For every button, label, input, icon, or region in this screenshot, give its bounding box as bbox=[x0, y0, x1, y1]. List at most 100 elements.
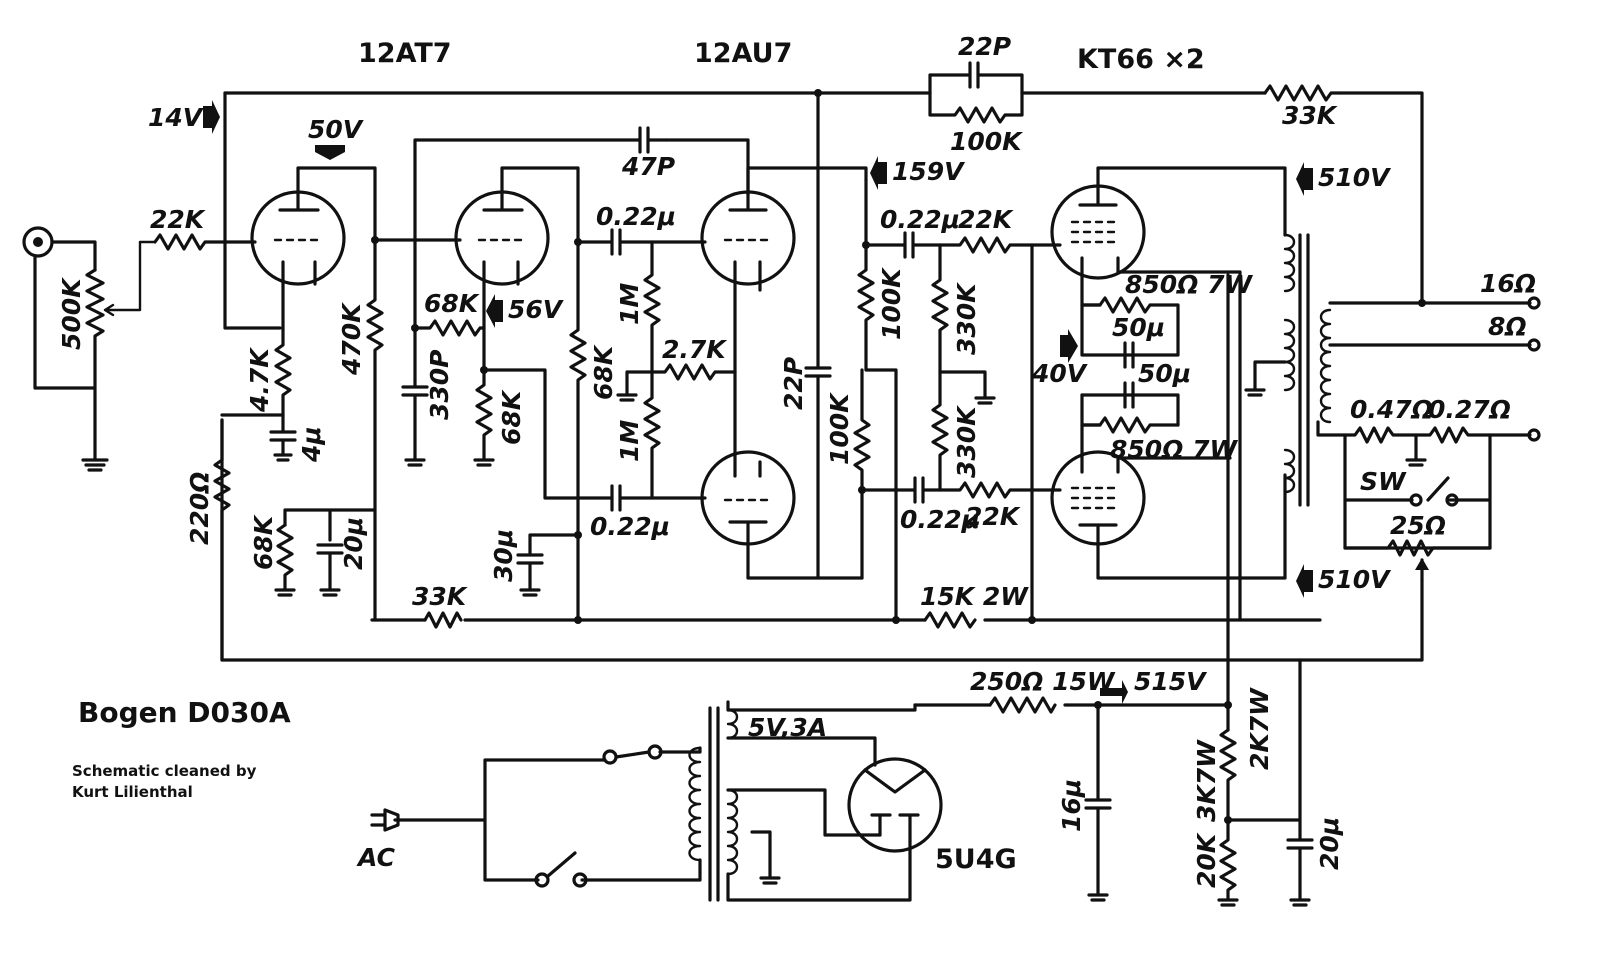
c-47p bbox=[638, 126, 668, 154]
voltage-40v: 40V bbox=[1031, 359, 1088, 388]
out-16-label: 16Ω bbox=[1480, 269, 1536, 298]
arrow-56v bbox=[486, 294, 503, 328]
left-rail-wire bbox=[223, 91, 282, 330]
voltage-515v: 515V bbox=[1134, 667, 1207, 696]
voltage-14v: 14V bbox=[148, 103, 204, 132]
c-20u-b bbox=[1226, 658, 1314, 907]
ac-plug-icon bbox=[370, 808, 400, 832]
r-33k-b bbox=[423, 611, 463, 629]
r-850-a bbox=[1080, 296, 1180, 357]
r-250 bbox=[988, 696, 1057, 714]
r-330k-b-label: 330K bbox=[952, 405, 981, 478]
c-4u-label: 4μ bbox=[297, 426, 326, 463]
sw-contact-a bbox=[1409, 493, 1423, 507]
out-8-label: 8Ω bbox=[1488, 312, 1527, 341]
r-4k7 bbox=[220, 328, 292, 417]
r-047-label: 0.47Ω bbox=[1350, 395, 1433, 424]
terminal-common[interactable] bbox=[1527, 428, 1541, 442]
terminal-8ohm[interactable] bbox=[1527, 338, 1541, 352]
r-25-arrow bbox=[1415, 558, 1429, 570]
r-1m-a-label: 1M bbox=[615, 283, 644, 325]
r-100k-b bbox=[853, 368, 871, 580]
tube-v2a bbox=[700, 166, 868, 374]
pot-500k-label: 500K bbox=[57, 277, 86, 350]
r-68k-d bbox=[569, 240, 587, 622]
r-68k-a-label: 68K bbox=[249, 514, 278, 570]
r-22k-grid bbox=[153, 233, 257, 251]
r-220-label: 220Ω bbox=[185, 472, 214, 545]
c-330p-label: 330P bbox=[425, 349, 454, 420]
c-50u-b bbox=[1080, 381, 1180, 427]
pot-wiper bbox=[103, 240, 157, 317]
top-rail-wire bbox=[223, 91, 1424, 305]
tube-label-12au7: 12AU7 bbox=[694, 38, 792, 69]
voltage-159v: 159V bbox=[892, 157, 965, 186]
r-330k-a-label: 330K bbox=[952, 282, 981, 355]
tube-label-kt66: KT66 ×2 bbox=[1077, 44, 1205, 75]
r-4k7-label: 4.7K bbox=[245, 347, 274, 413]
c-20u-a-label: 20μ bbox=[339, 517, 368, 570]
output-transformer bbox=[1244, 233, 1332, 507]
arrow-50v bbox=[315, 145, 345, 160]
r-100k-a-label: 100K bbox=[877, 267, 906, 340]
schematic-title: Bogen D030A bbox=[78, 696, 291, 729]
c-022-a-label: 0.22μ bbox=[596, 202, 676, 231]
r-68k-c bbox=[473, 368, 495, 467]
r-470k bbox=[366, 238, 384, 622]
r-330k-b bbox=[931, 370, 949, 492]
r-68k-b bbox=[413, 319, 486, 337]
r-68k-c-label: 68K bbox=[497, 389, 526, 445]
c-022-a bbox=[576, 228, 707, 256]
c-16u-label: 16μ bbox=[1057, 779, 1086, 832]
ac-label: AC bbox=[356, 843, 396, 872]
c-50u-a-label: 50μ bbox=[1112, 313, 1165, 342]
tube-5u4g bbox=[847, 757, 943, 853]
r-22k-grid-label: 22K bbox=[150, 205, 206, 234]
input-jack[interactable] bbox=[22, 226, 54, 258]
r-22k-b-label: 22K bbox=[965, 502, 1021, 531]
power-switch[interactable] bbox=[546, 851, 577, 878]
c-022-b bbox=[610, 484, 707, 512]
c-16u bbox=[1084, 798, 1112, 902]
c-022-c-label: 0.22μ bbox=[880, 205, 960, 234]
r-68k-b-label: 68K bbox=[424, 289, 480, 318]
c-20u-a bbox=[316, 543, 344, 597]
arrow-510v-top bbox=[1296, 162, 1313, 196]
c-22p-fb bbox=[928, 61, 1024, 95]
r-15k-label: 15K 2W bbox=[920, 582, 1029, 611]
r-250-label: 250Ω 15W bbox=[970, 667, 1116, 696]
tube-label-5u4g: 5U4G bbox=[935, 844, 1017, 875]
filament-label: 5V,3A bbox=[748, 713, 827, 742]
input-wire bbox=[33, 240, 97, 462]
r-68k-d-label: 68K bbox=[589, 344, 618, 400]
fuse-contact-a bbox=[602, 749, 618, 765]
r-2k7 bbox=[616, 363, 737, 402]
power-switch-contact-a bbox=[534, 872, 550, 888]
arrow-159v bbox=[870, 156, 887, 190]
arrow-510v-bottom bbox=[1296, 564, 1313, 598]
c-022-d bbox=[860, 476, 1062, 504]
r-20k-label: 20K bbox=[1192, 832, 1221, 888]
c-50u-b-label: 50μ bbox=[1138, 359, 1191, 388]
r-850-a-label: 850Ω 7W bbox=[1125, 270, 1254, 299]
voltage-56v: 56V bbox=[508, 295, 564, 324]
tube-label-12at7: 12AT7 bbox=[358, 38, 452, 69]
r-2k7w-label: 2K7W bbox=[1245, 687, 1274, 770]
pot-500k[interactable] bbox=[85, 268, 105, 352]
c-022-d-label: 0.22μ bbox=[900, 505, 980, 534]
arrow-14v bbox=[203, 100, 220, 134]
decoupling-wire-a bbox=[283, 508, 377, 542]
voltage-50v: 50V bbox=[308, 115, 364, 144]
r-22k-a-label: 22K bbox=[958, 205, 1014, 234]
c-20u-b-label: 20μ bbox=[1315, 817, 1344, 870]
hv-wire bbox=[726, 788, 912, 902]
r-100k-fb-label: 100K bbox=[950, 127, 1023, 156]
r-027-label: 0.27Ω bbox=[1428, 395, 1511, 424]
r-25-label: 25Ω bbox=[1390, 511, 1446, 540]
terminal-16ohm[interactable] bbox=[1527, 296, 1541, 310]
r-1m-b-label: 1M bbox=[615, 420, 644, 462]
c-022-c bbox=[864, 231, 1062, 259]
c-30u bbox=[516, 533, 580, 597]
credit-line-2: Kurt Lilienthal bbox=[72, 783, 193, 801]
